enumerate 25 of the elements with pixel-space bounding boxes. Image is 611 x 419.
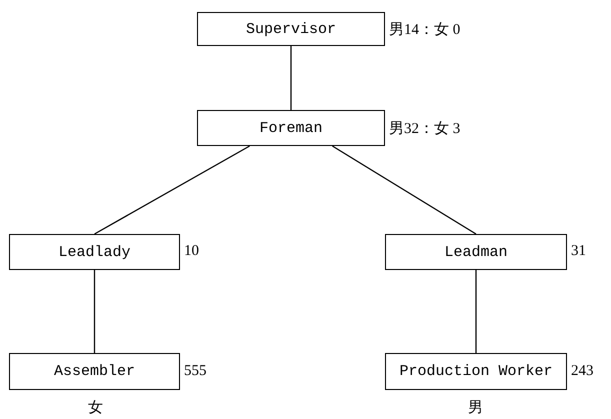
- connector-line: [332, 145, 476, 235]
- gender-label: 女: [88, 398, 103, 417]
- count-label: 男32：女 3: [389, 120, 460, 138]
- role-box: [9, 353, 180, 390]
- role-name: Production Worker: [399, 363, 553, 380]
- role-name: Assembler: [54, 363, 135, 380]
- role-box: [197, 110, 385, 146]
- role-box: [385, 353, 567, 390]
- connector-line: [94, 145, 250, 235]
- count-label: 555: [184, 362, 206, 380]
- role-box: [9, 234, 180, 270]
- role-name: Supervisor: [246, 20, 336, 38]
- connector-line: [290, 46, 292, 110]
- connector-line: [94, 270, 96, 353]
- role-name: Foreman: [259, 120, 322, 136]
- connector-line: [475, 270, 477, 353]
- role-box: [385, 234, 567, 270]
- gender-label: 男: [468, 398, 483, 417]
- count-label: 10: [184, 243, 199, 260]
- role-name: Leadlady: [58, 244, 130, 260]
- count-label: 243: [571, 362, 594, 380]
- count-label: 31: [571, 243, 586, 260]
- role-name: Leadman: [444, 244, 508, 260]
- count-label: 男14：女 0: [389, 21, 460, 39]
- role-box: [197, 12, 385, 46]
